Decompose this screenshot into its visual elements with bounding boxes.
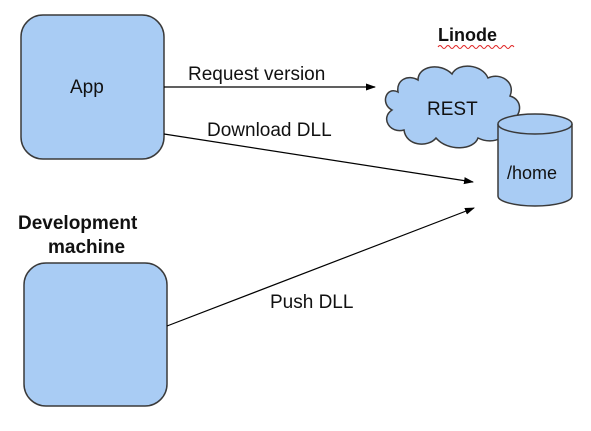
home-label: /home bbox=[507, 163, 558, 183]
spellcheck-underline bbox=[437, 45, 515, 49]
push-dll-label: Push DLL bbox=[270, 292, 354, 313]
push-dll-arrow bbox=[166, 207, 475, 327]
app-label: App bbox=[70, 77, 104, 98]
request-version-label: Request version bbox=[188, 64, 326, 85]
linode-title: Linode bbox=[438, 25, 497, 45]
download-dll-arrow bbox=[163, 133, 474, 185]
development-machine-node bbox=[23, 262, 168, 407]
rest-label: REST bbox=[427, 99, 478, 120]
dev-title-line1: Development bbox=[18, 213, 138, 234]
download-dll-label: Download DLL bbox=[207, 120, 332, 141]
home-storage-node bbox=[497, 113, 573, 207]
dev-title-line2: machine bbox=[48, 237, 126, 258]
